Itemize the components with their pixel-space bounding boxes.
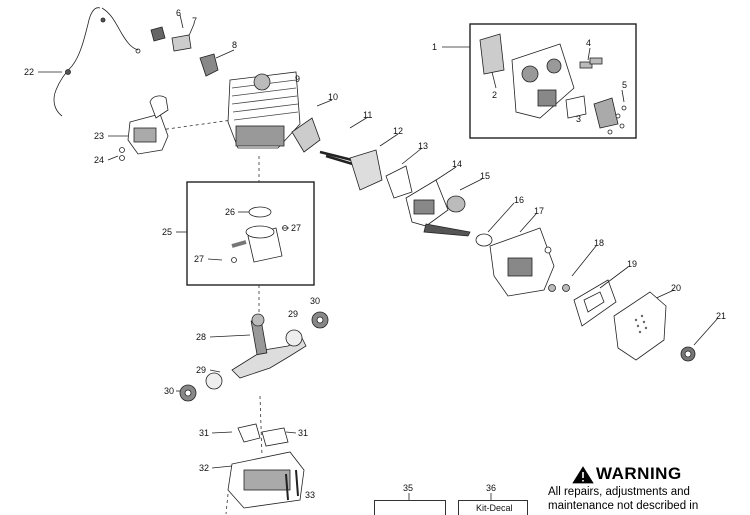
callout-label: 15: [480, 171, 491, 181]
callout-label: 22: [24, 67, 35, 77]
callout-label: 30: [164, 386, 175, 396]
callout-label: 1: [432, 42, 438, 52]
nut-part: [562, 284, 570, 292]
spark-plug-part: [199, 53, 219, 77]
gasket-part: [385, 165, 413, 199]
cap-part: [150, 26, 166, 42]
warning-body: All repairs, adjustments and maintenance…: [548, 486, 699, 512]
air-box-part: [489, 227, 555, 297]
screws-part: [285, 469, 299, 501]
callout-label: 29: [288, 309, 299, 319]
callout-label: 33: [305, 490, 316, 500]
wrist-pin-part: [231, 240, 247, 248]
callout-label: 18: [594, 238, 605, 248]
air-filter-kit-parts: [479, 33, 627, 135]
callout-label: 12: [393, 126, 404, 136]
callout-label: 17: [534, 206, 545, 216]
callout-label: 5: [622, 80, 628, 90]
callout-label: 14: [452, 159, 463, 169]
piston-ring-part: [248, 206, 272, 218]
callout-label: 21: [716, 311, 727, 321]
callout-label: 24: [94, 155, 105, 165]
callout-label: 16: [514, 195, 525, 205]
clip-part: [171, 34, 192, 52]
nut-part: [548, 284, 556, 292]
clip-part: [282, 225, 288, 231]
knob-part: [680, 346, 696, 362]
wiring-harness-part: [53, 7, 141, 117]
callout-label: 30: [310, 296, 321, 306]
callout-label: 10: [328, 92, 339, 102]
ignition-module-part: [119, 95, 169, 161]
callout-label: 19: [627, 259, 638, 269]
crankcase-part: [227, 451, 305, 509]
bearing-part: [285, 329, 303, 347]
kit-decal-label: Kit-Decal: [476, 503, 513, 513]
callout-label: 2: [492, 90, 498, 100]
callout-label: 23: [94, 131, 105, 141]
piston-kit-box: [186, 181, 315, 286]
callout-label: 29: [196, 365, 207, 375]
callout-label: 7: [192, 16, 198, 26]
callout-label: 8: [232, 40, 238, 50]
legend-box-35: [374, 500, 446, 515]
callout-label: 31: [298, 428, 309, 438]
air-filter-cover-part: [613, 291, 667, 361]
callout-label: 11: [363, 110, 373, 120]
callout-label: 20: [671, 283, 682, 293]
intake-part: [291, 117, 321, 153]
callout-label: 28: [196, 332, 207, 342]
piston-part: [245, 225, 283, 263]
crankcase-gasket-part: [237, 423, 261, 443]
warning-title-text: WARNING: [596, 464, 682, 483]
clip-part: [231, 257, 237, 263]
warning-triangle-icon: [572, 466, 594, 484]
legend-box-36: [458, 500, 528, 515]
carburetor-part: [405, 179, 471, 237]
warning-block: WARNING All repairs, adjustments and mai…: [548, 464, 750, 513]
callout-label: 26: [225, 207, 236, 217]
callout-label: 9: [295, 74, 301, 84]
crankcase-gasket-part: [261, 427, 289, 447]
crankshaft-part: [231, 313, 307, 379]
callout-label: 27: [291, 223, 302, 233]
callout-label: 31: [199, 428, 210, 438]
warning-icon-spacer: [574, 466, 592, 482]
callout-label: 36: [486, 483, 497, 493]
bearing-part: [205, 372, 223, 390]
callout-label: 3: [576, 114, 582, 124]
callout-label: 6: [176, 8, 182, 18]
primer-bulb-part: [446, 195, 466, 213]
callout-label: 32: [199, 463, 210, 473]
callout-label: 13: [418, 141, 429, 151]
filter-gasket-part: [573, 279, 617, 327]
callout-label: 4: [586, 38, 592, 48]
warning-title: WARNING: [574, 464, 750, 484]
cylinder-part: [227, 71, 301, 149]
callout-label: 25: [162, 227, 173, 237]
callout-label: 35: [403, 483, 414, 493]
callout-label: 27: [194, 254, 205, 264]
gasket-ring-part: [475, 233, 493, 247]
air-filter-kit-box: [469, 23, 637, 139]
spacer-part: [349, 149, 383, 191]
